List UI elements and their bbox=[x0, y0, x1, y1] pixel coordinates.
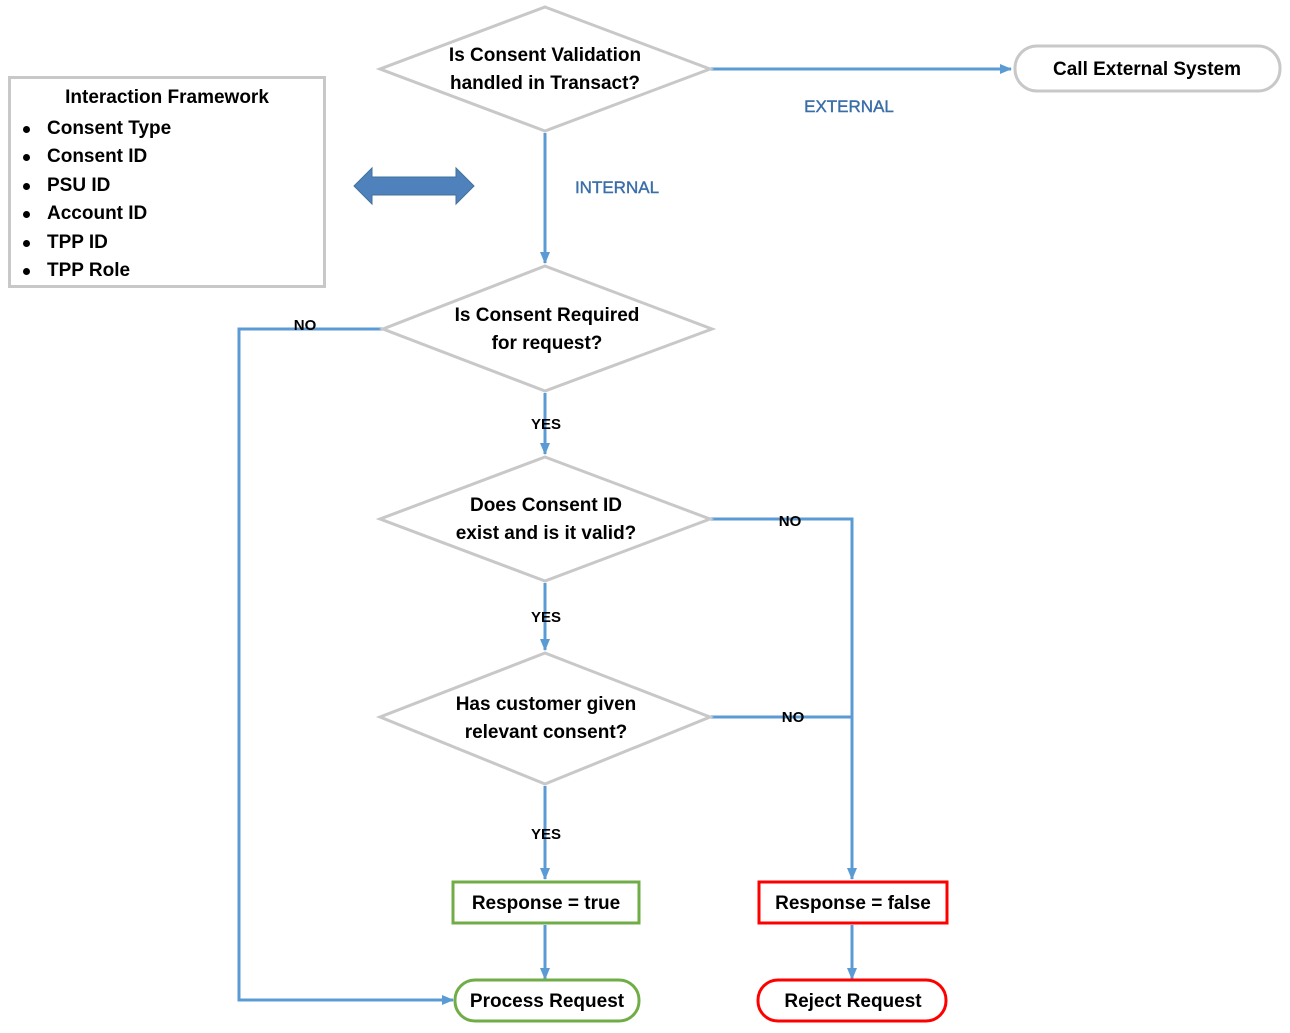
panel-item-tpp-role: TPP Role bbox=[19, 257, 171, 285]
label-given-yes: YES bbox=[531, 826, 561, 843]
decision-transact-line-2: handled in Transact? bbox=[450, 73, 640, 94]
bullet-icon bbox=[23, 182, 30, 190]
label-given-no: NO bbox=[782, 709, 805, 726]
panel-item-consent-type: Consent Type bbox=[19, 115, 171, 143]
interaction-framework-panel: Interaction Framework Consent Type Conse… bbox=[8, 76, 326, 288]
connector-exists-no-to-response-false bbox=[710, 517, 857, 880]
call-external-system-label: Call External System bbox=[1053, 59, 1241, 80]
decision-required-line-2: for request? bbox=[492, 333, 603, 354]
decision-given-line-2: relevant consent? bbox=[465, 722, 628, 743]
label-external: EXTERNAL bbox=[804, 97, 894, 116]
decision-customer-consent bbox=[375, 651, 715, 786]
decision-transact-line-1: Is Consent Validation bbox=[449, 45, 641, 66]
bullet-icon bbox=[23, 154, 30, 162]
call-external-system-node bbox=[1013, 44, 1282, 93]
bullet-icon bbox=[23, 239, 30, 247]
decision-consent-validation-transact bbox=[375, 5, 715, 133]
panel-item-psu-id: PSU ID bbox=[19, 172, 171, 200]
decision-given-line-1: Has customer given bbox=[456, 694, 637, 715]
process-request-node bbox=[453, 978, 641, 1023]
response-true-label: Response = true bbox=[472, 893, 620, 914]
bullet-icon bbox=[23, 267, 30, 275]
panel-item-tpp-id: TPP ID bbox=[19, 229, 171, 257]
connector-required-no-to-process bbox=[237, 327, 454, 1005]
label-internal: INTERNAL bbox=[575, 178, 659, 197]
response-true-node bbox=[451, 880, 641, 925]
double-arrow-icon bbox=[353, 166, 475, 206]
decision-consent-id-valid bbox=[375, 455, 715, 583]
panel-item-account-id: Account ID bbox=[19, 200, 171, 228]
response-false-label: Response = false bbox=[775, 893, 931, 914]
panel-title: Interaction Framework bbox=[65, 87, 269, 108]
label-exists-no: NO bbox=[779, 513, 802, 530]
bullet-icon bbox=[23, 126, 30, 133]
reject-request-node bbox=[756, 978, 948, 1023]
process-request-label: Process Request bbox=[470, 991, 625, 1012]
decision-exists-line-1: Does Consent ID bbox=[470, 495, 622, 516]
bullet-icon bbox=[23, 211, 30, 219]
label-required-no: NO bbox=[294, 317, 317, 334]
label-required-yes: YES bbox=[531, 416, 561, 433]
panel-list: Consent Type Consent ID PSU ID Account I… bbox=[19, 115, 171, 285]
decision-exists-line-2: exist and is it valid? bbox=[456, 523, 637, 544]
response-false-node bbox=[757, 880, 949, 925]
panel-item-consent-id: Consent ID bbox=[19, 143, 171, 171]
reject-request-label: Reject Request bbox=[784, 991, 922, 1012]
decision-consent-required bbox=[378, 264, 717, 393]
label-exists-yes: YES bbox=[531, 609, 561, 626]
decision-required-line-1: Is Consent Required bbox=[455, 305, 640, 326]
